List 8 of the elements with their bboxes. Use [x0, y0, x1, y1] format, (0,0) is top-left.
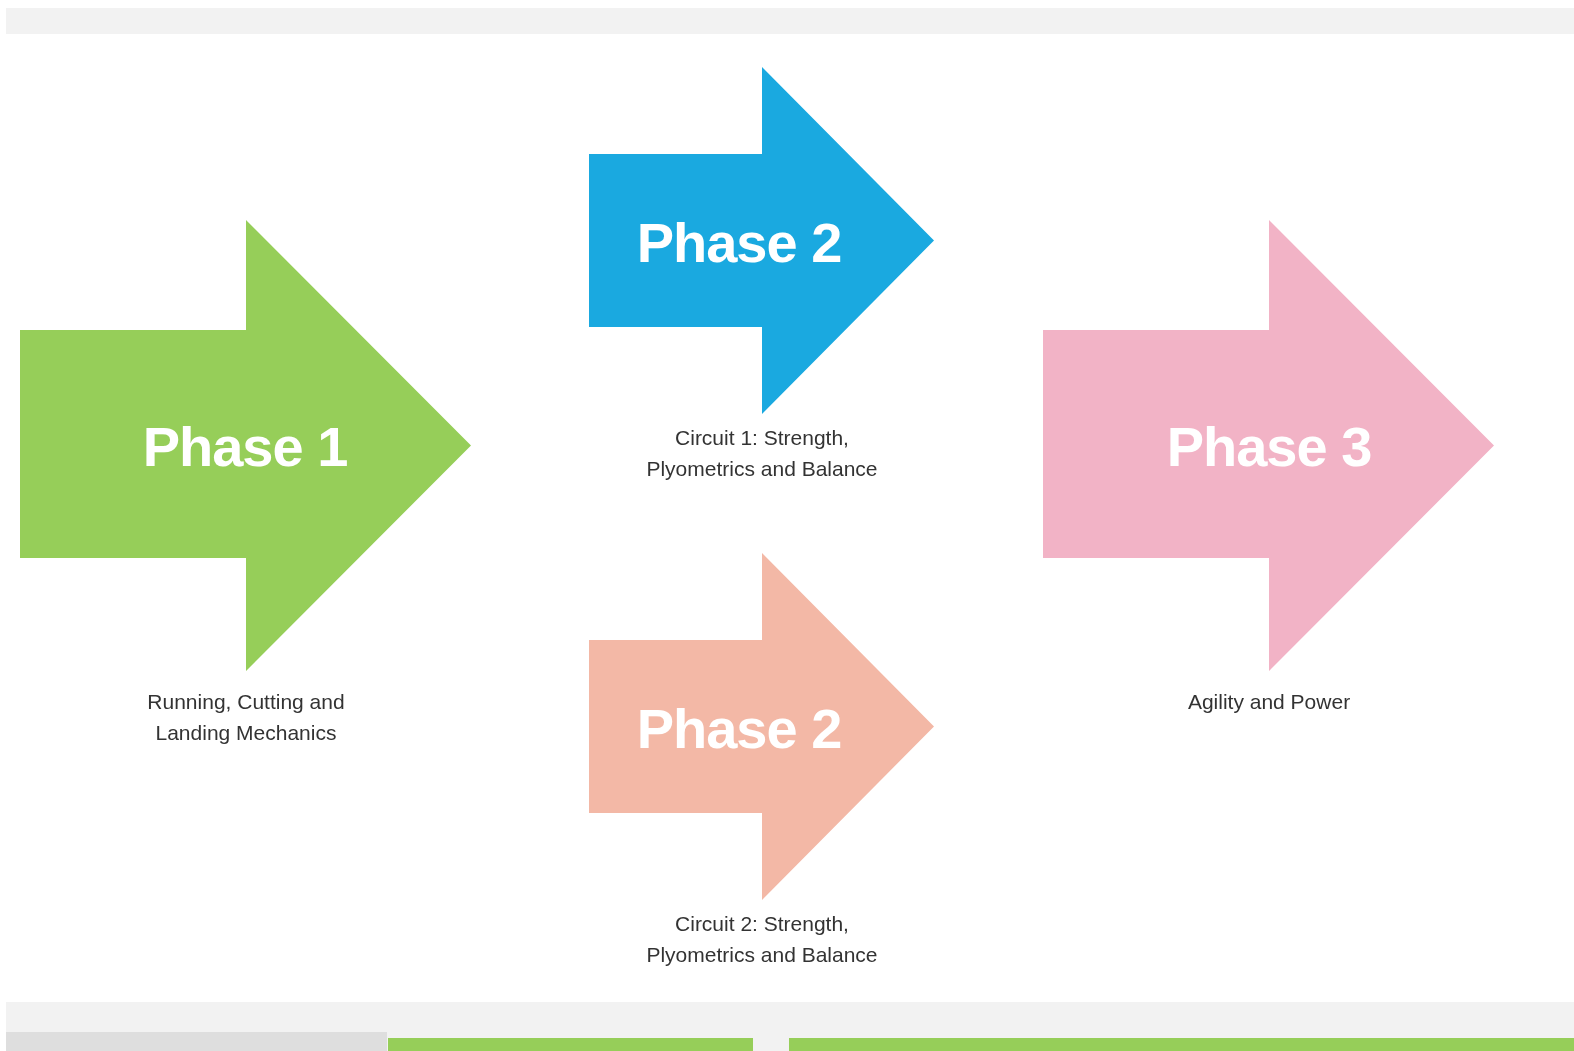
phase-label: Phase 3	[1166, 413, 1372, 479]
phase-description: Circuit 1: Strength, Plyometrics and Balance	[645, 425, 879, 482]
phase-description: Running, Cutting and Landing Mechanics	[146, 689, 346, 746]
phase-description: Agility and Power	[1186, 689, 1352, 715]
phase-label: Phase 2	[636, 695, 842, 761]
phase-label: Phase 1	[142, 413, 348, 479]
phase-description: Circuit 2: Strength, Plyometrics and Balance	[645, 911, 879, 968]
phase-label: Phase 2	[636, 209, 842, 275]
